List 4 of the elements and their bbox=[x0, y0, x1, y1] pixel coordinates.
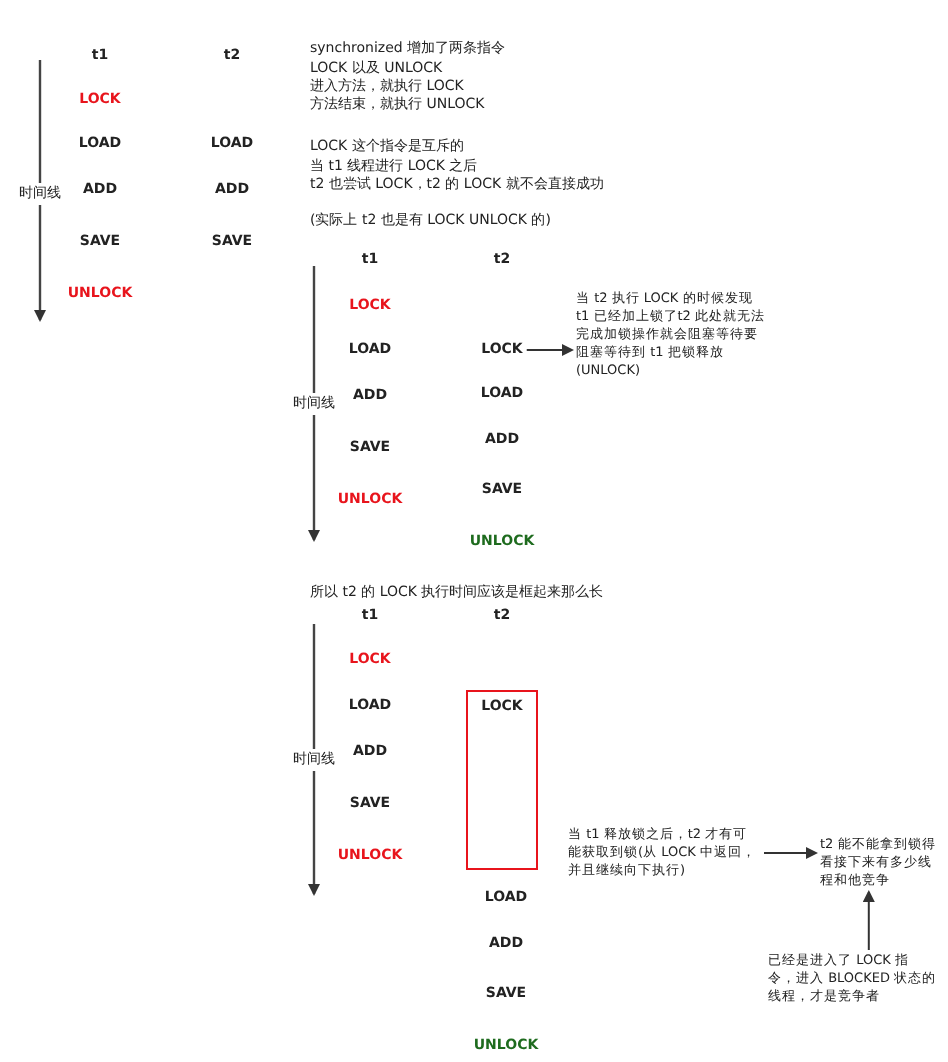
highlight-frame bbox=[466, 690, 538, 870]
arrow bbox=[525, 344, 574, 356]
arrow bbox=[862, 890, 875, 951]
arrow bbox=[763, 847, 818, 859]
